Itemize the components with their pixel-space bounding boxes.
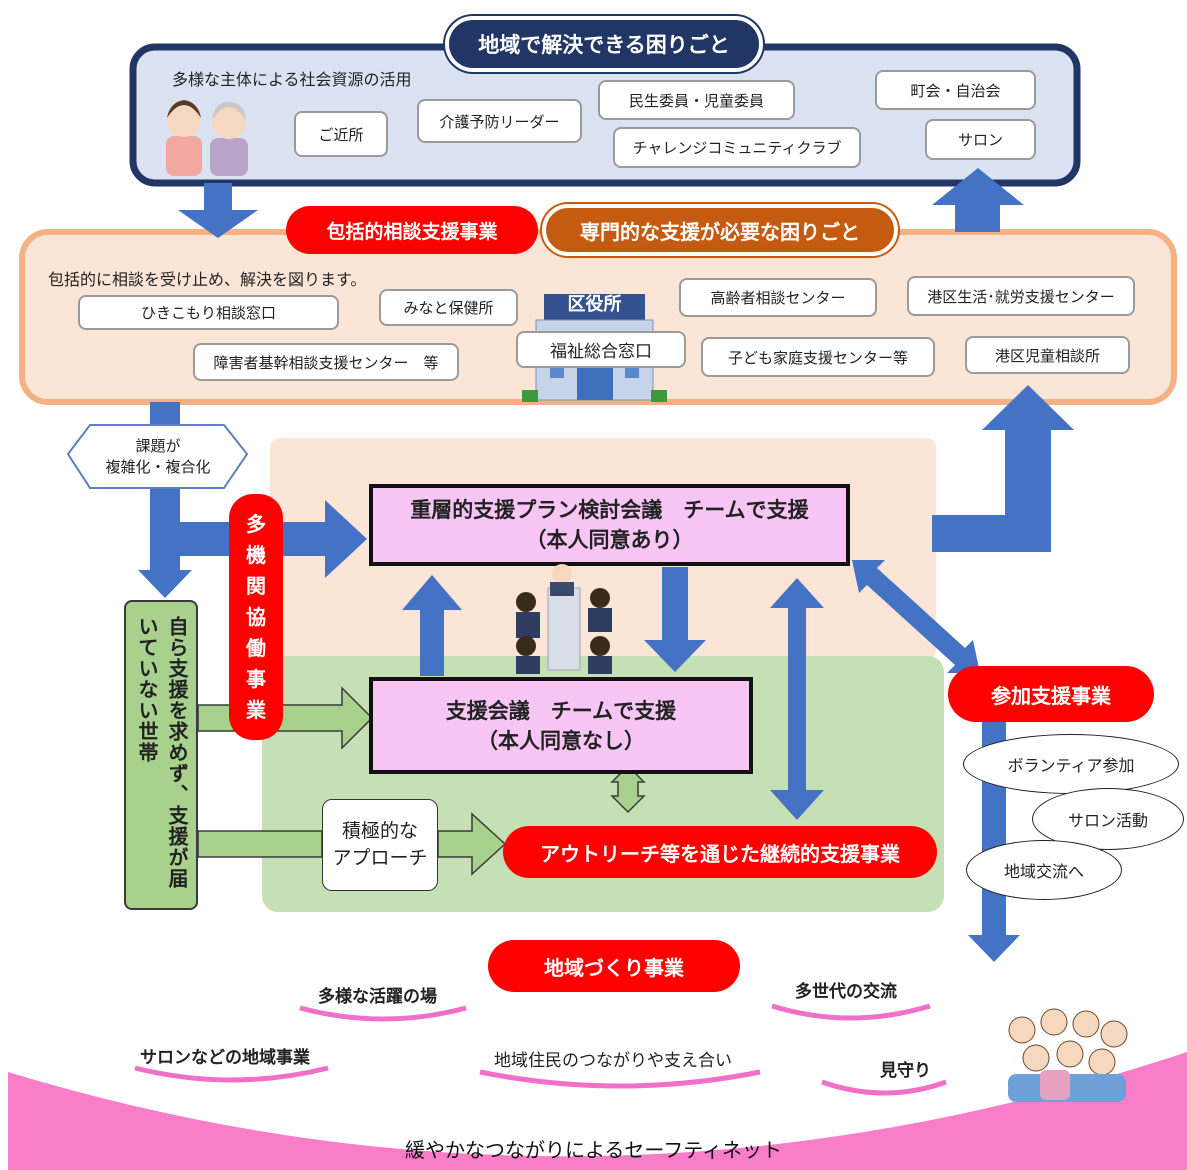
support-meeting-consent: （本人同意なし） — [477, 728, 645, 753]
unreached-households-box: 自ら支援を求めず、支援が届いていない世帯 — [124, 600, 198, 910]
arrow-plan-to-support — [644, 567, 706, 672]
plan-meeting-consent: （本人同意あり） — [525, 528, 694, 552]
arrow-down-community — [968, 702, 1020, 962]
arrow-green-3 — [437, 812, 507, 876]
city-hall-sign: 区役所 — [567, 294, 622, 315]
top-item-minsei: 民生委員・児童委員 — [598, 80, 795, 120]
badge-community-building: 地域づくり事業 — [488, 940, 740, 992]
badge-specialized: 専門的な支援が必要な困りごと — [580, 219, 860, 244]
community-crowd-illustration — [1008, 1008, 1128, 1102]
arrow-down-top — [178, 183, 258, 238]
multi-agency-char-4: 協 — [246, 604, 266, 629]
top-subtitle: 多様な主体による社会資源の活用 — [172, 70, 412, 89]
top-title-pill: 地域で解決できる困りごと — [445, 16, 763, 72]
plan-meeting-box: 重層的支援プラン検討会議 チームで支援 （本人同意あり） — [369, 484, 850, 566]
badge-participation: 参加支援事業 — [948, 666, 1154, 722]
proactive-approach-box: 積極的な アプローチ — [322, 799, 438, 891]
label-residents-support: 地域住民のつながりや支え合い — [494, 1051, 732, 1071]
unreached-households-text: 自ら支援を求めず、支援が届いていない世帯 — [135, 616, 189, 889]
support-meeting-title: 支援会議 チームで支援 — [445, 698, 677, 723]
arrow-green-2 — [197, 830, 323, 858]
badge-outreach: アウトリーチ等を通じた継続的支援事業 — [503, 826, 937, 878]
arrow-right-up — [932, 385, 1074, 552]
arrow-up-top-right — [932, 168, 1024, 232]
top-item-gokinjo: ご近所 — [294, 111, 388, 157]
support-meeting-box: 支援会議 チームで支援 （本人同意なし） — [369, 677, 753, 774]
mid-item-koreisha: 高齢者相談センター — [679, 278, 877, 317]
arrow-diagonal — [852, 560, 980, 673]
multi-agency-char-2: 機 — [246, 542, 266, 567]
multi-agency-char-6: 事 — [246, 666, 266, 691]
top-item-challenge: チャレンジコミュニティクラブ — [613, 127, 861, 168]
mid-item-hikikomori: ひきこもり相談窓口 — [78, 295, 339, 330]
label-salon-projects: サロンなどの地域事業 — [140, 1048, 310, 1068]
label-watching-over: 見守り — [880, 1061, 931, 1081]
arrow-plan-outreach — [770, 578, 824, 820]
top-item-chokai: 町会・自治会 — [875, 70, 1036, 110]
safety-net — [8, 1052, 1187, 1170]
mid-item-fukushi-window: 福祉総合窓口 — [516, 331, 686, 368]
badge-specialized-pill: 専門的な支援が必要な困りごと — [542, 204, 898, 256]
approach-line-2: アプローチ — [332, 847, 428, 869]
safety-net-label: 緩やかなつながりによるセーフティネット — [405, 1138, 782, 1162]
arrow-support-to-plan — [402, 575, 462, 676]
middle-subtitle: 包括的に相談を受け止め、解決を図ります。 — [48, 270, 367, 289]
approach-line-1: 積極的な — [341, 820, 418, 842]
mid-item-kodomo: 子ども家庭支援センター等 — [701, 337, 935, 377]
mid-item-shogaisha: 障害者基幹相談支援センター 等 — [193, 343, 459, 381]
arrow-green-1 — [197, 686, 374, 750]
arrow-left-branch — [138, 402, 367, 598]
label-diverse-activity: 多様な活躍の場 — [318, 987, 437, 1007]
plan-meeting-title: 重層的支援プラン検討会議 チームで支援 — [410, 498, 809, 522]
multi-agency-char-5: 働 — [246, 635, 266, 660]
badge-multi-agency: 多 機 関 協 働 事 業 — [229, 494, 283, 740]
multi-agency-char-3: 関 — [246, 573, 266, 598]
top-item-salon: サロン — [925, 119, 1036, 160]
label-multigeneration: 多世代の交流 — [795, 982, 897, 1002]
hexagon-line-2: 複雑化・複合化 — [105, 458, 211, 476]
hexagon-line-1: 課題が — [135, 437, 181, 455]
bubble-volunteer: ボランティア参加 — [963, 734, 1179, 794]
multi-agency-char-7: 業 — [246, 697, 266, 722]
mid-item-hokenjo: みなと保健所 — [379, 289, 518, 326]
top-item-kaigo-leader: 介護予防リーダー — [417, 99, 582, 143]
team-meeting-illustration — [516, 564, 612, 674]
bubble-community-exchange: 地域交流へ — [966, 840, 1122, 900]
badge-comprehensive-consultation: 包括的相談支援事業 — [286, 206, 538, 254]
multi-agency-char-1: 多 — [246, 511, 266, 536]
hexagon-shape — [66, 424, 249, 489]
elderly-people-illustration — [166, 100, 248, 176]
mid-item-jidosodanjo: 港区児童相談所 — [965, 336, 1130, 374]
hexagon-complex-issues: 課題が 複雑化・複合化 — [78, 430, 238, 484]
mid-item-seikatsu: 港区生活･就労支援センター — [907, 276, 1135, 316]
top-title: 地域で解決できる困りごと — [478, 33, 730, 57]
